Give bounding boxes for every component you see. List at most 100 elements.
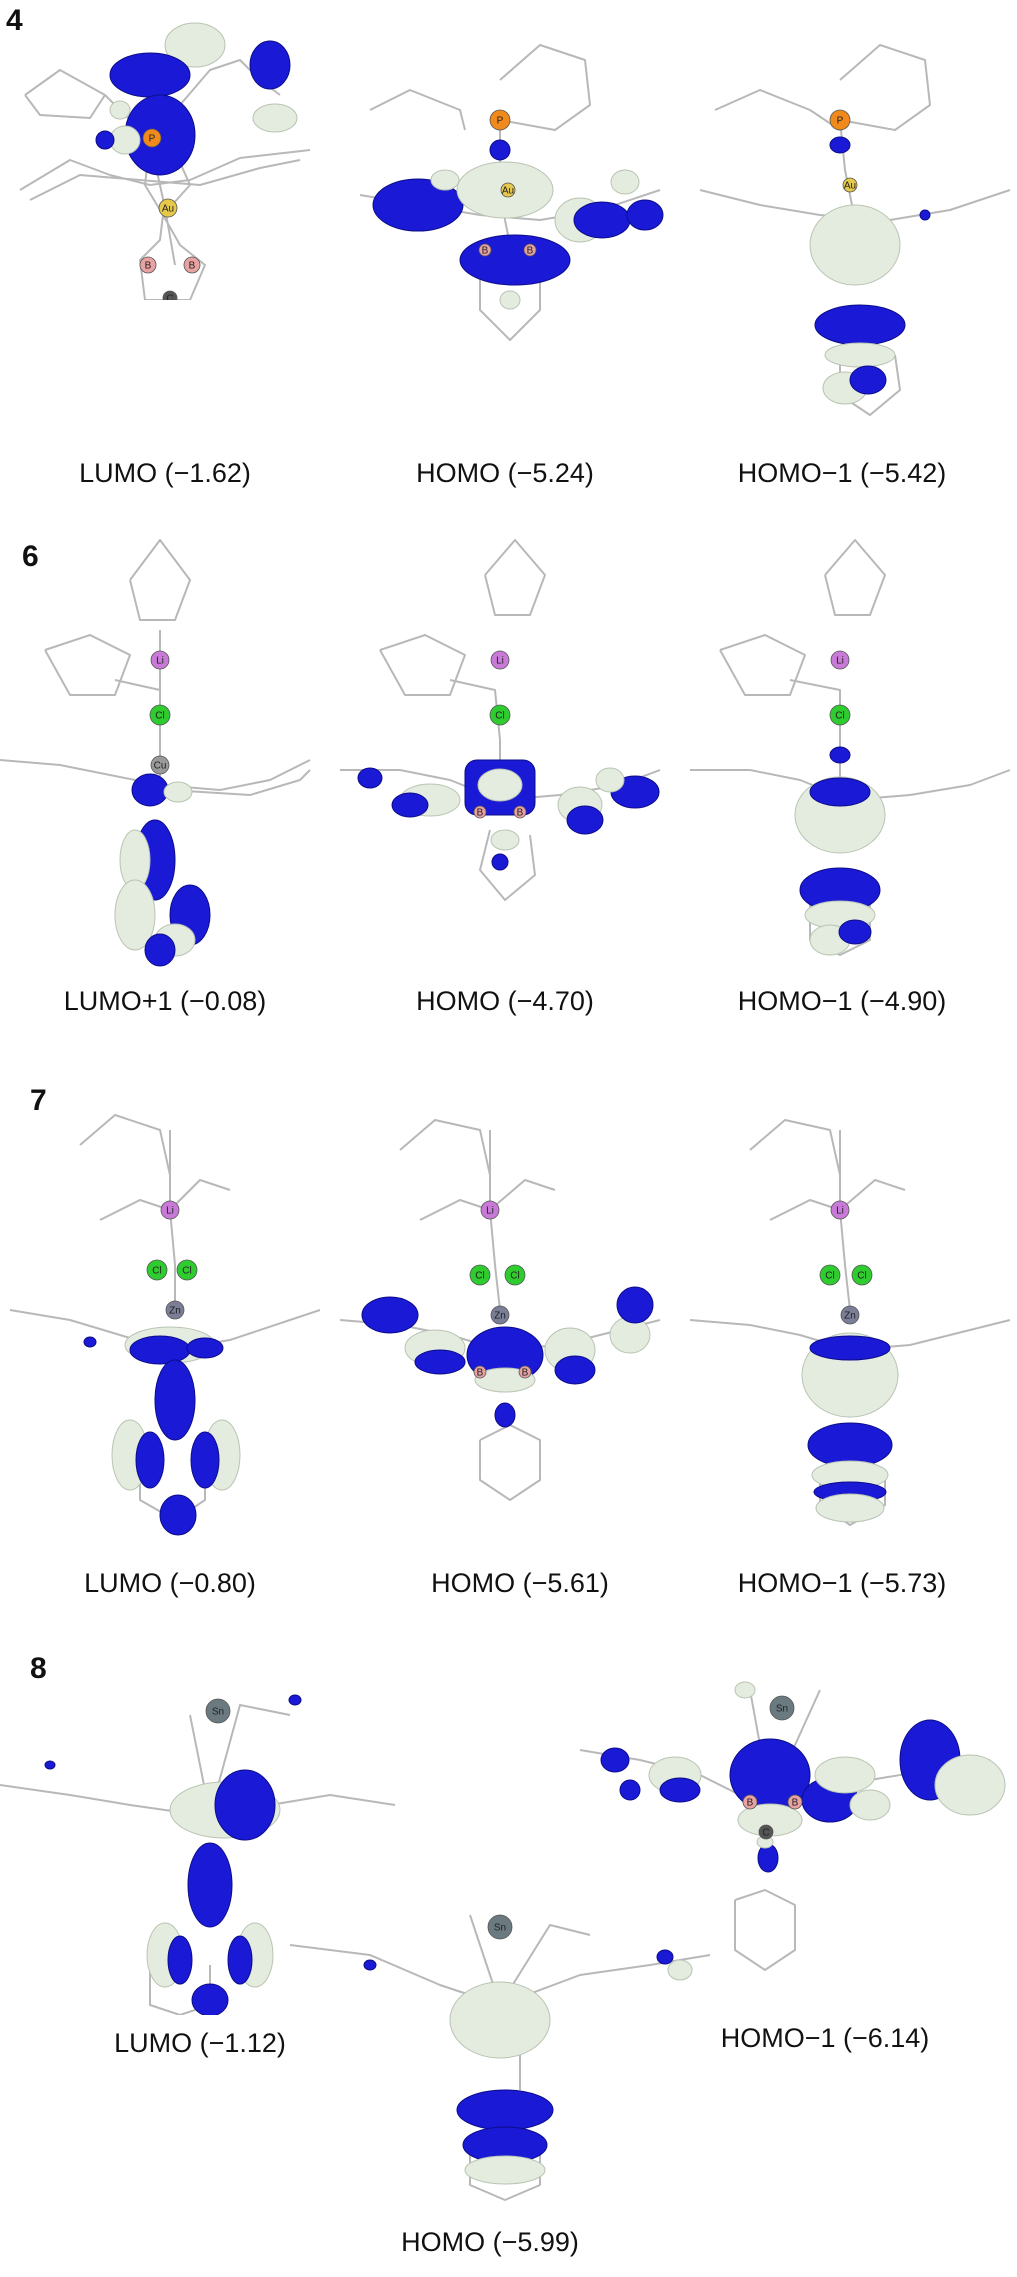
orbital-lobe [595,767,625,793]
orbital-lobe [610,169,640,195]
orbital-lobe [464,2155,546,2185]
orbital-lobe [838,919,872,945]
atom-symbol-label: Cl [155,711,164,722]
orbital-lobe [849,365,887,395]
orbital-lobe [499,290,521,310]
atom [146,1259,168,1281]
orbital-lobe [361,1296,419,1334]
atom [478,243,492,257]
orbital-lobe [129,1335,191,1365]
orbital-lobe [456,2089,554,2131]
orbital-lobe [824,342,896,368]
orbital-lobe [154,1359,196,1441]
atom [158,198,178,218]
section-label-7: 7 [30,1084,47,1117]
orbital-lobe [414,1349,466,1375]
atom-symbol-label: Zn [169,1306,181,1317]
atom-symbol-label: Cl [475,1271,484,1282]
orbital-caption: LUMO (−1.62) [79,458,251,488]
atom [183,256,201,274]
orbital-lobe [363,1959,377,1971]
section-label-8: 8 [30,1652,47,1685]
atom-symbol-label: B [792,1798,799,1809]
atom-symbol-label: P [837,116,844,127]
orbital-lobe [459,234,571,286]
orbital-lobe [186,1337,224,1359]
atom [150,650,170,670]
orbital-lobe [109,100,131,120]
atom-symbol-label: Li [836,656,844,667]
orbital-lobe [616,1286,654,1324]
orbital-lobe [626,199,664,231]
atom [165,1300,185,1320]
atom [742,1794,758,1810]
atom [473,1365,487,1379]
orbital-caption: HOMO−1 (−6.14) [720,2023,930,2053]
orbital-lobe [489,139,511,161]
atom-symbol-label: B [477,1368,484,1379]
atom-symbol-label: B [747,1798,754,1809]
atom-symbol-label: Sn [212,1707,224,1718]
orbital-lobe [131,773,169,807]
atom-symbol-label: C [762,1828,769,1839]
atom-symbol-label: Li [496,656,504,667]
section-label-4: 4 [6,4,23,37]
atom [176,1259,198,1281]
atom-symbol-label: B [477,808,484,819]
atom [469,1264,491,1286]
atom [819,1264,841,1286]
orbital-panel-8-homo: Sn [290,1895,720,2215]
section-label-6: 6 [22,540,39,573]
orbital-caption: HOMO (−4.70) [416,986,594,1016]
atom-symbol-label: Cl [182,1266,191,1277]
orbital-panel-8-lumo: Sn [0,1655,400,2015]
orbital-lobe [227,1935,253,1985]
atom [205,1698,231,1724]
orbital-lobe [619,1779,641,1801]
orbital-lobe [191,1983,229,2015]
orbital-lobe [430,169,460,191]
atom [769,1695,795,1721]
atom-symbol-label: Sn [494,1923,506,1934]
orbital-lobe [249,40,291,90]
orbital-caption: LUMO (−0.80) [84,1568,256,1598]
orbital-lobe [919,209,931,221]
orbital-lobe [135,1431,165,1489]
orbital-lobe [109,52,191,98]
atom [829,109,851,131]
atom-symbol-label: Au [162,204,174,215]
orbital-lobe [566,805,604,835]
atom [489,704,511,726]
atom-symbol-label: B [527,246,534,257]
atom [162,290,178,300]
orbital-lobe [809,777,871,807]
orbital-lobe [252,103,298,133]
orbital-lobe [814,304,906,346]
orbital-lobe [490,829,520,851]
orbital-lobe [44,1760,56,1770]
atom [518,1365,532,1379]
orbital-lobe [829,746,851,764]
orbital-lobe [573,201,631,239]
orbital-diagram: Sn [0,1694,396,2015]
atom [500,182,516,198]
orbital-lobe [83,1336,97,1348]
orbital-lobe [815,1493,885,1523]
orbital-caption: LUMO (−1.12) [114,2028,286,2058]
orbital-lobe [814,1756,876,1794]
orbital-caption: HOMO−1 (−4.90) [737,986,947,1016]
atom [160,1200,180,1220]
atom [840,1305,860,1325]
orbital-lobe [809,204,901,286]
molecular-framework [9,1114,321,1521]
atom-symbol-label: Li [166,1206,174,1217]
atom-symbol-label: B [482,246,489,257]
